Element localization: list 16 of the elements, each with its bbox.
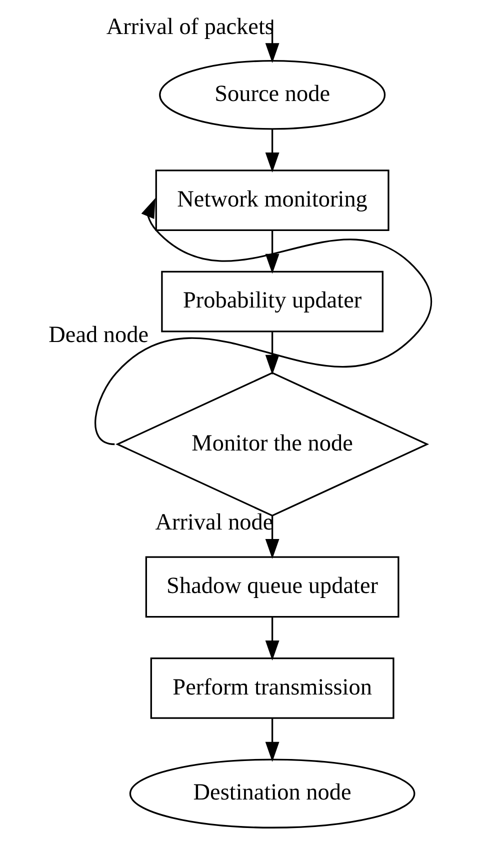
node-ellipse: Source node (159, 60, 386, 130)
arrow (265, 20, 280, 64)
arrow (265, 516, 280, 559)
arrow (265, 129, 280, 172)
node-box: Network monitoring (155, 170, 390, 231)
node-ellipse: Destination node (129, 758, 416, 828)
arrow (265, 718, 280, 762)
arrow (94, 198, 432, 446)
arrow (265, 332, 280, 375)
node-box: Shadow queue updater (145, 556, 400, 618)
node-box: Probability updater (161, 270, 384, 332)
arrow (265, 616, 280, 660)
edge-label: Arrival of packets (106, 14, 274, 40)
arrow (265, 230, 280, 274)
node-box: Perform transmission (150, 658, 394, 719)
edge-label: Dead node (48, 322, 149, 348)
